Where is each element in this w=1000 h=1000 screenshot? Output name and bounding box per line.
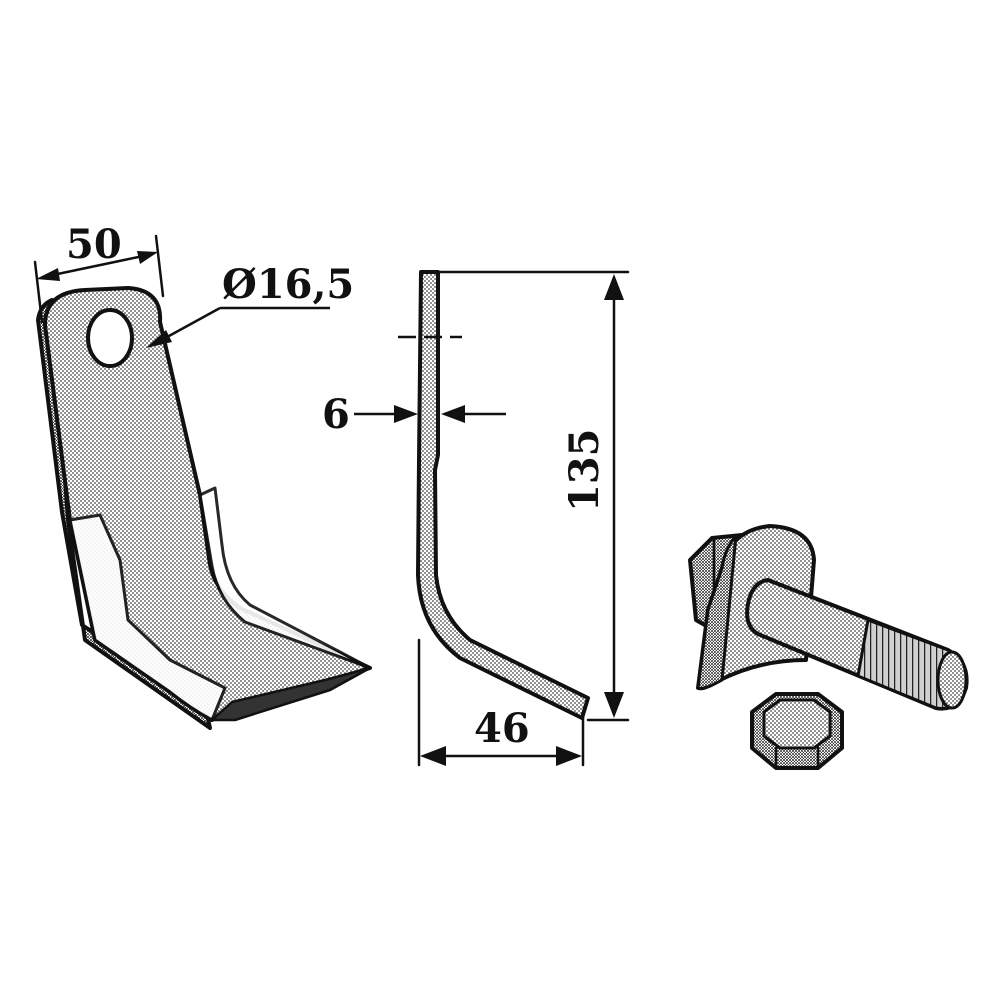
bolt-tip (936, 650, 968, 710)
thickness-dimension-label: 6 (322, 391, 350, 438)
blade-wing-left (68, 513, 227, 722)
bush-edge (696, 534, 738, 690)
width-dimension-label: 50 (66, 221, 122, 268)
blade-cutting-edge (210, 666, 372, 722)
blade-wing-right (198, 486, 372, 670)
fastener-set (688, 524, 969, 770)
blade-perspective-view: 50 Ø16,5 (33, 221, 372, 730)
offset-dimension-label: 46 (474, 705, 530, 752)
hole-diameter-label: Ø16,5 (222, 261, 354, 308)
mounting-hole (86, 308, 134, 368)
blade-side-profile: 135 6 46 (322, 270, 630, 767)
profile-shape (416, 270, 590, 720)
nut (750, 692, 844, 770)
height-dimension-label: 135 (561, 429, 608, 513)
